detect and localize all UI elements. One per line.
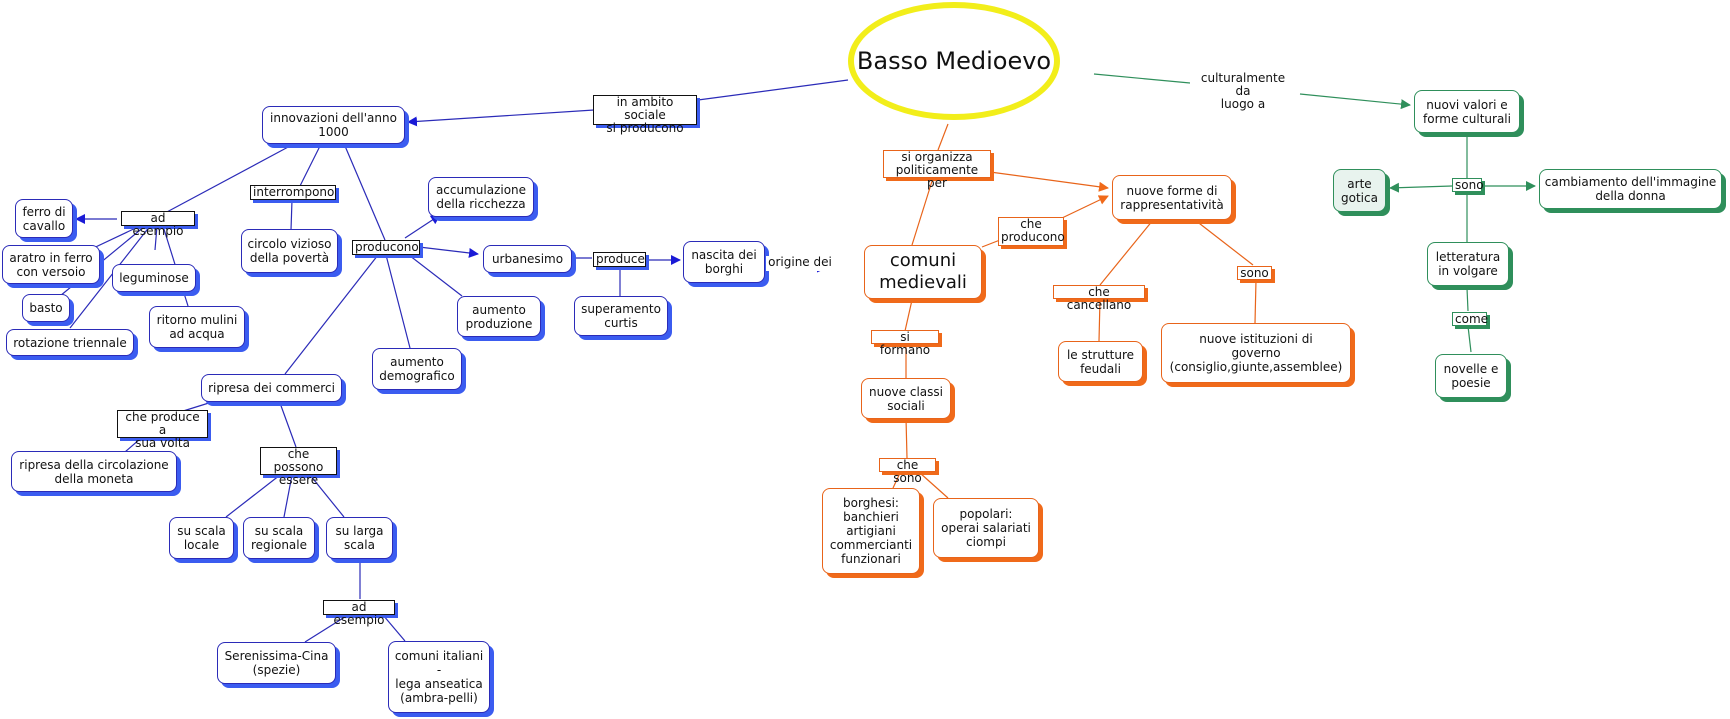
node-innovazioni[interactable]: innovazioni dell'anno 1000: [262, 106, 405, 144]
node-nuovi-valori[interactable]: nuovi valori e forme culturali: [1414, 90, 1520, 133]
node-leguminose[interactable]: leguminose: [112, 264, 196, 292]
node-cambiamento-immagine-donna[interactable]: cambiamento dell'immagine della donna: [1539, 169, 1722, 209]
node-aumento-demografico[interactable]: aumento demografico: [372, 348, 462, 390]
node-ferro-di-cavallo[interactable]: ferro di cavallo: [15, 199, 73, 238]
root-title: Basso Medioevo: [856, 47, 1052, 75]
link-label-origine-dei: origine dei: [766, 256, 834, 271]
link-label-che-possono-essere: che possono essere: [260, 447, 337, 487]
link-label-culturalmente: culturalmente da luogo a: [1190, 72, 1296, 111]
node-comuni-italiani-lega-anseatica[interactable]: comuni italiani - lega anseatica (ambra-…: [388, 641, 490, 713]
node-novelle-poesie[interactable]: novelle e poesie: [1435, 354, 1507, 398]
link-label-come: come: [1452, 312, 1488, 326]
node-nascita-borghi[interactable]: nascita dei borghi: [683, 241, 765, 283]
node-arte-gotica[interactable]: arte gotica: [1333, 169, 1386, 212]
node-rotazione-triennale[interactable]: rotazione triennale: [6, 329, 134, 356]
node-nuove-classi-sociali[interactable]: nuove classi sociali: [861, 378, 951, 419]
node-popolari[interactable]: popolari: operai salariati ciompi: [933, 498, 1039, 558]
link-label-ad-esempio-2: ad esempio: [323, 600, 395, 627]
node-serenissima-cina[interactable]: Serenissima-Cina (spezie): [217, 642, 336, 684]
link-label-che-producono: che producono: [998, 217, 1065, 246]
link-label-in-ambito-sociale: in ambito sociale si producono: [593, 95, 697, 135]
node-superamento-curtis[interactable]: superamento curtis: [574, 296, 668, 336]
root-node[interactable]: Basso Medioevo: [848, 2, 1060, 120]
node-mulini-ad-acqua[interactable]: ritorno mulini ad acqua: [149, 306, 245, 348]
link-label-che-cancellano: che cancellano: [1053, 285, 1145, 312]
node-accumulazione-ricchezza[interactable]: accumulazione della ricchezza: [428, 177, 534, 217]
node-aratro[interactable]: aratro in ferro con versoio: [2, 245, 100, 284]
link-label-che-sono: che sono: [879, 458, 936, 485]
node-basto[interactable]: basto: [22, 294, 70, 322]
node-circolo-vizioso[interactable]: circolo vizioso della povertà: [241, 229, 338, 273]
node-scala-regionale[interactable]: su scala regionale: [243, 517, 315, 559]
node-nuove-istituzioni[interactable]: nuove istituzioni di governo (consiglio,…: [1161, 323, 1351, 383]
link-label-sono-istituzioni: sono: [1237, 266, 1272, 280]
node-urbanesimo[interactable]: urbanesimo: [483, 245, 572, 273]
link-label-si-organizza: si organizza politicamente per: [883, 150, 991, 190]
node-scala-locale[interactable]: su scala locale: [169, 517, 234, 559]
link-label-si-formano: si formano: [871, 330, 939, 357]
node-strutture-feudali[interactable]: le strutture feudali: [1058, 341, 1143, 382]
node-comuni-medievali[interactable]: comuni medievali: [864, 245, 982, 299]
node-borghesi[interactable]: borghesi: banchieri artigiani commercian…: [822, 488, 920, 574]
node-letteratura-volgare[interactable]: letteratura in volgare: [1427, 242, 1509, 286]
node-aumento-produzione[interactable]: aumento produzione: [457, 296, 541, 337]
link-label-producono: producono: [352, 240, 420, 255]
link-label-sono-cultura: sono: [1452, 178, 1484, 192]
link-label-ad-esempio: ad esempio: [121, 211, 195, 238]
node-ripresa-commerci[interactable]: ripresa dei commerci: [201, 374, 342, 402]
link-label-che-produce: che produce a sua volta: [117, 410, 208, 450]
link-label-interrompono: interrompono: [250, 185, 336, 200]
node-scala-larga[interactable]: su larga scala: [326, 517, 393, 559]
node-ripresa-circolazione-moneta[interactable]: ripresa della circolazione della moneta: [11, 451, 177, 492]
node-nuove-forme-rappresentativita[interactable]: nuove forme di rappresentatività: [1112, 175, 1232, 220]
link-label-produce: produce: [593, 252, 646, 267]
